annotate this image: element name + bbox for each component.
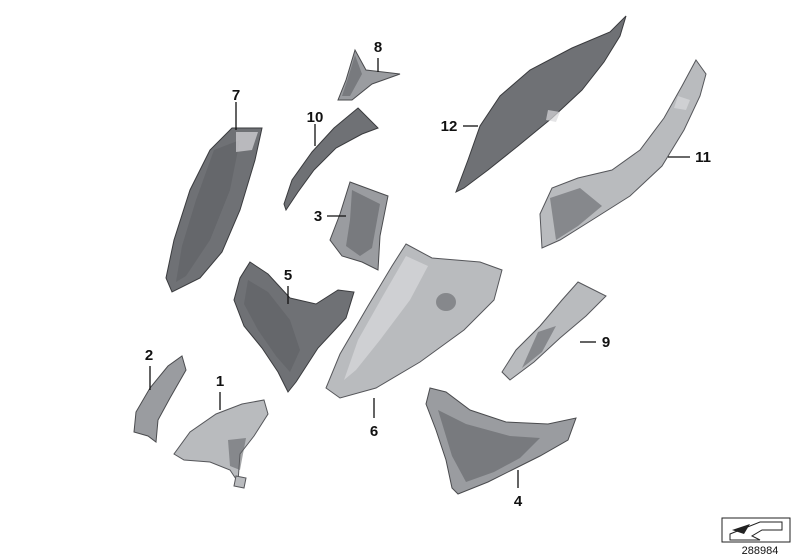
part-5-inner-frame xyxy=(233,261,355,393)
part-8-bracket xyxy=(337,48,401,101)
callout-1: 1 xyxy=(216,373,224,390)
callout-7: 7 xyxy=(232,87,240,104)
diagram-number: 288984 xyxy=(742,545,779,557)
callout-11: 11 xyxy=(695,149,711,166)
exploded-view-arrow-icon xyxy=(721,517,791,543)
callout-4: 4 xyxy=(514,493,523,510)
callout-5: 5 xyxy=(284,267,292,284)
part-9-side-piece xyxy=(501,281,607,381)
callout-9: 9 xyxy=(602,334,610,351)
part-6-center-panel xyxy=(325,243,503,399)
part-3-panel xyxy=(329,181,389,271)
callout-3: 3 xyxy=(314,208,322,225)
leader-lines xyxy=(149,58,690,488)
callout-10: 10 xyxy=(307,109,324,126)
part-7-side-panel xyxy=(165,127,263,293)
part-1-front-piece xyxy=(173,399,269,489)
part-2-trim-piece xyxy=(133,355,187,443)
part-12-upper-cowl xyxy=(455,15,627,194)
part-11-lower-fairing xyxy=(539,59,707,249)
part-10-trim-strip xyxy=(283,107,379,212)
part-4-bottom-tray xyxy=(425,387,577,495)
callout-6: 6 xyxy=(370,423,378,440)
callout-2: 2 xyxy=(145,347,153,364)
callout-12: 12 xyxy=(441,118,458,135)
callout-8: 8 xyxy=(374,39,382,56)
